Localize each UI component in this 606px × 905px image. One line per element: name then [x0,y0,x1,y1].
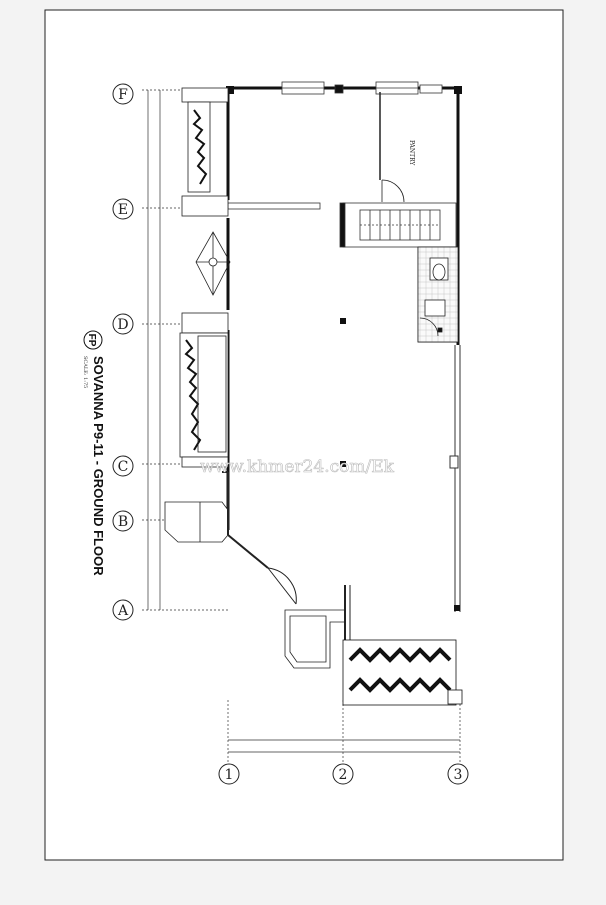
grid-column-label: 3 [454,767,463,783]
grid-row-label: E [118,202,128,218]
grid-row-bubble-c: C [112,455,134,477]
top-windows [281,81,443,95]
drawing-title: SOVANNA P9-11 - GROUND FLOOR [91,356,106,576]
planter-lower [179,312,229,468]
diagonal-wall-door [227,534,297,605]
grid-row-bubble-a: A [112,599,134,621]
main-entrance-door [195,231,231,296]
title-block: FP SOVANNA P9-11 - GROUND FLOOR SCALE: 1… [82,330,106,576]
columns [226,86,462,611]
grid-row-bubble-e: E [112,198,134,220]
planter-upper [181,87,229,217]
drawing-scale: SCALE: 1:75 [82,356,88,388]
staircase [339,202,457,248]
grid-row-label: F [118,87,128,103]
right-glazed-wall [449,345,461,612]
pantry-partition [379,92,405,203]
watermark-text: www.khmer24.com/Ek [200,457,395,477]
grid-row-bubble-b: B [112,510,134,532]
grid-column-bubble-2: 2 [332,763,354,785]
title-badge: FP [86,334,97,347]
horizontal-dimension-chain [227,700,461,762]
grid-row-label: A [117,603,129,619]
entrance-beam [227,202,321,210]
grid-row-label: B [118,514,128,530]
grid-row-bubble-f: F [112,83,134,105]
lower-bay [284,585,351,669]
grid-column-bubble-1: 1 [218,763,240,785]
grid-row-label: D [117,317,128,333]
bay-window [164,471,229,543]
grid-column-label: 2 [339,767,348,783]
grid-row-label: C [118,459,129,475]
pantry-label: PANTRY [408,140,415,166]
sheet-border [44,9,564,861]
bathroom [417,246,459,343]
grid-column-label: 1 [225,767,234,783]
front-garden [342,639,463,706]
grid-column-bubble-3: 3 [447,763,469,785]
grid-row-bubble-d: D [112,313,134,335]
